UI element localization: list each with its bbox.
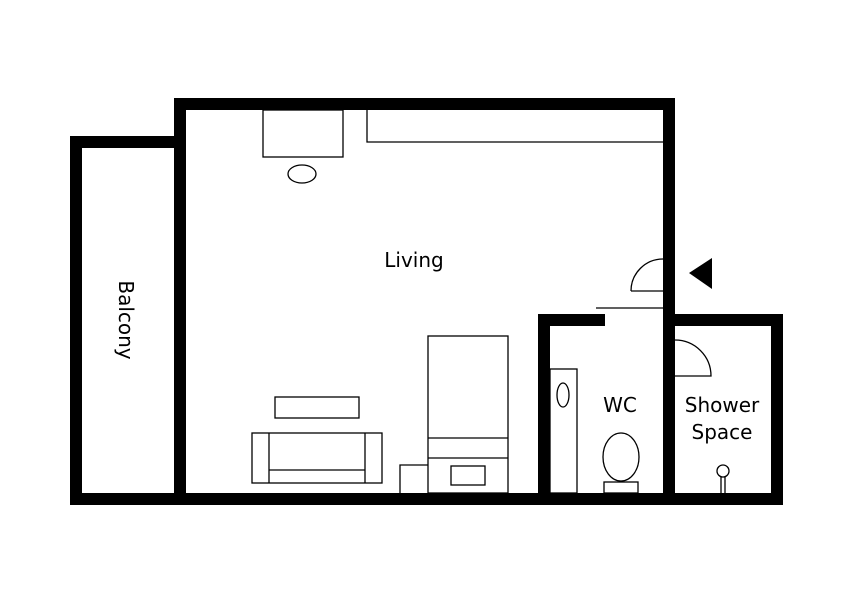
wash-basin bbox=[556, 382, 570, 408]
room-label-shower-line1: Shower bbox=[685, 393, 760, 417]
wall-wc-left bbox=[538, 314, 550, 505]
sofa bbox=[251, 432, 383, 484]
room-label-balcony: Balcony bbox=[114, 280, 138, 359]
wall-bottom bbox=[70, 493, 783, 505]
wall-living-right bbox=[663, 98, 675, 505]
entrance-arrow-icon bbox=[689, 258, 712, 289]
coffee-table bbox=[274, 396, 360, 419]
wall-top bbox=[174, 98, 675, 110]
fixtures bbox=[251, 109, 730, 494]
chair bbox=[287, 164, 317, 184]
entrance-door-swing bbox=[630, 258, 664, 292]
room-label-shower-line2: Space bbox=[692, 420, 753, 444]
walls bbox=[70, 98, 783, 505]
room-label-wc: WC bbox=[603, 393, 637, 417]
wall-wc-top bbox=[538, 314, 605, 326]
room-label-living: Living bbox=[384, 248, 443, 272]
wall-living-left bbox=[174, 98, 186, 505]
wall-shower-top bbox=[663, 314, 783, 326]
wall-balcony-top bbox=[70, 136, 186, 148]
toilet bbox=[602, 432, 640, 494]
bed bbox=[427, 335, 509, 494]
shower-door-swing bbox=[674, 339, 712, 377]
kitchen-counter bbox=[366, 110, 663, 143]
wc-cabinet bbox=[549, 368, 578, 494]
side-table bbox=[399, 464, 428, 493]
wall-shower-right bbox=[771, 314, 783, 505]
shower-head bbox=[716, 464, 730, 493]
desk bbox=[262, 109, 344, 158]
wall-balcony-left bbox=[70, 136, 82, 505]
